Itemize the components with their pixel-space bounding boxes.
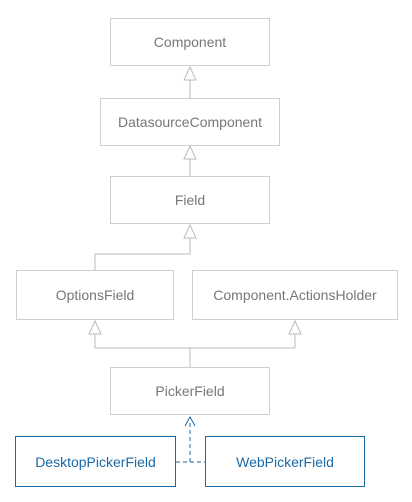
inheritance-arrowhead-options [88,319,102,335]
edge-options-to-field [94,238,191,270]
inheritance-arrowhead-datasource [183,144,197,160]
class-options-field: OptionsField [16,270,174,320]
inheritance-arrowhead-component [183,65,197,81]
class-desktop-picker-field: DesktopPickerField [15,436,176,487]
inheritance-arrowhead-actions [288,319,302,335]
class-picker-field: PickerField [110,367,270,415]
impl-arrowhead [184,415,196,427]
class-component: Component [110,18,270,66]
interface-actions-holder: Component.ActionsHolder [192,270,398,320]
inheritance-arrowhead-field [183,223,197,239]
class-field: Field [110,176,270,224]
class-datasource-component: DatasourceComponent [100,98,280,146]
class-web-picker-field: WebPickerField [205,436,365,487]
